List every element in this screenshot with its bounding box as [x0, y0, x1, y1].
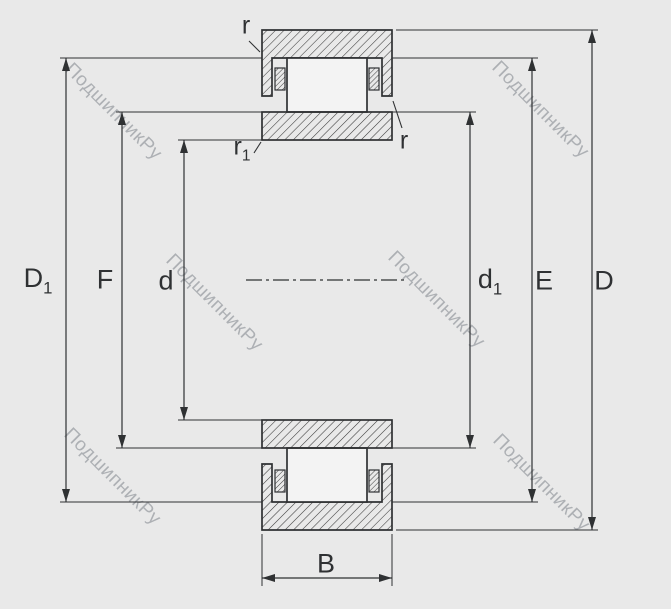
dimension-label-E: E — [534, 265, 554, 296]
leader-r1 — [253, 141, 262, 154]
inner-ring-bottom — [261, 419, 393, 449]
label-base: D — [23, 262, 44, 293]
label-base: d — [477, 263, 493, 294]
dimension-label-r1: r1 — [234, 134, 251, 164]
dimension-lines — [62, 30, 596, 582]
label-subscript: 1 — [241, 147, 251, 165]
label-subscript: 1 — [492, 279, 503, 299]
extension-lines — [60, 29, 598, 586]
dimension-label-d1: d1 — [477, 263, 503, 299]
cage-top-right — [368, 67, 380, 91]
outer-ring-bottom — [261, 463, 393, 531]
outer-ring-top — [261, 29, 393, 97]
dimension-label-r-right: r — [399, 126, 409, 155]
cage-top-left — [274, 67, 286, 91]
dimension-label-r-top: r — [241, 11, 251, 40]
dimension-label-D: D — [594, 265, 614, 296]
leader-r-top — [248, 40, 261, 53]
roller-bottom — [286, 447, 368, 503]
label-base: r — [233, 132, 242, 161]
bearing-top-section — [261, 29, 393, 141]
cage-bottom-right — [368, 469, 380, 493]
radius-leaders — [248, 40, 403, 154]
dimension-label-B: B — [316, 548, 336, 579]
dimension-label-d: d — [158, 265, 174, 296]
cage-bottom-left — [274, 469, 286, 493]
inner-ring-top — [261, 111, 393, 141]
dimension-label-D1: D1 — [23, 262, 53, 298]
bearing-bottom-section — [261, 419, 393, 531]
dimension-label-F: F — [96, 264, 114, 295]
leader-r-right — [392, 100, 403, 129]
roller-top — [286, 57, 368, 113]
label-subscript: 1 — [43, 278, 53, 298]
